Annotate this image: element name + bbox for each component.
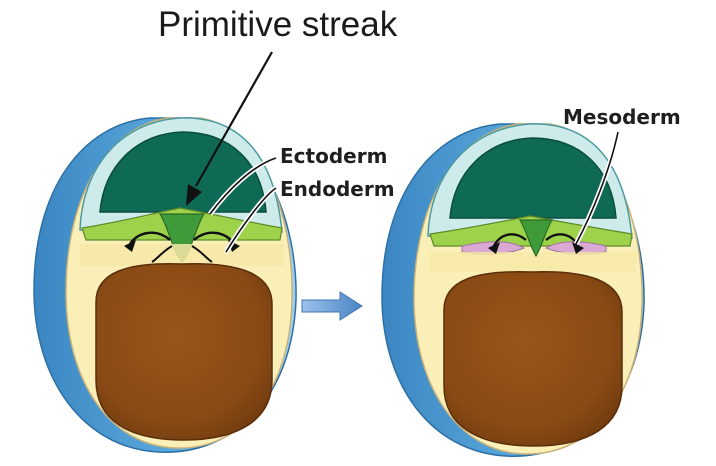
- hypoblast-band: [430, 252, 636, 272]
- label-mesoderm: Mesoderm: [563, 105, 681, 129]
- label-ectoderm: Ectoderm: [280, 144, 387, 168]
- label-primitive-streak: Primitive streak: [158, 5, 398, 44]
- label-endoderm: Endoderm: [280, 177, 395, 201]
- transition-arrow: [302, 292, 362, 320]
- hypoblast-band: [80, 244, 284, 266]
- yolk-sac: [96, 264, 272, 440]
- yolk-sac: [444, 272, 622, 446]
